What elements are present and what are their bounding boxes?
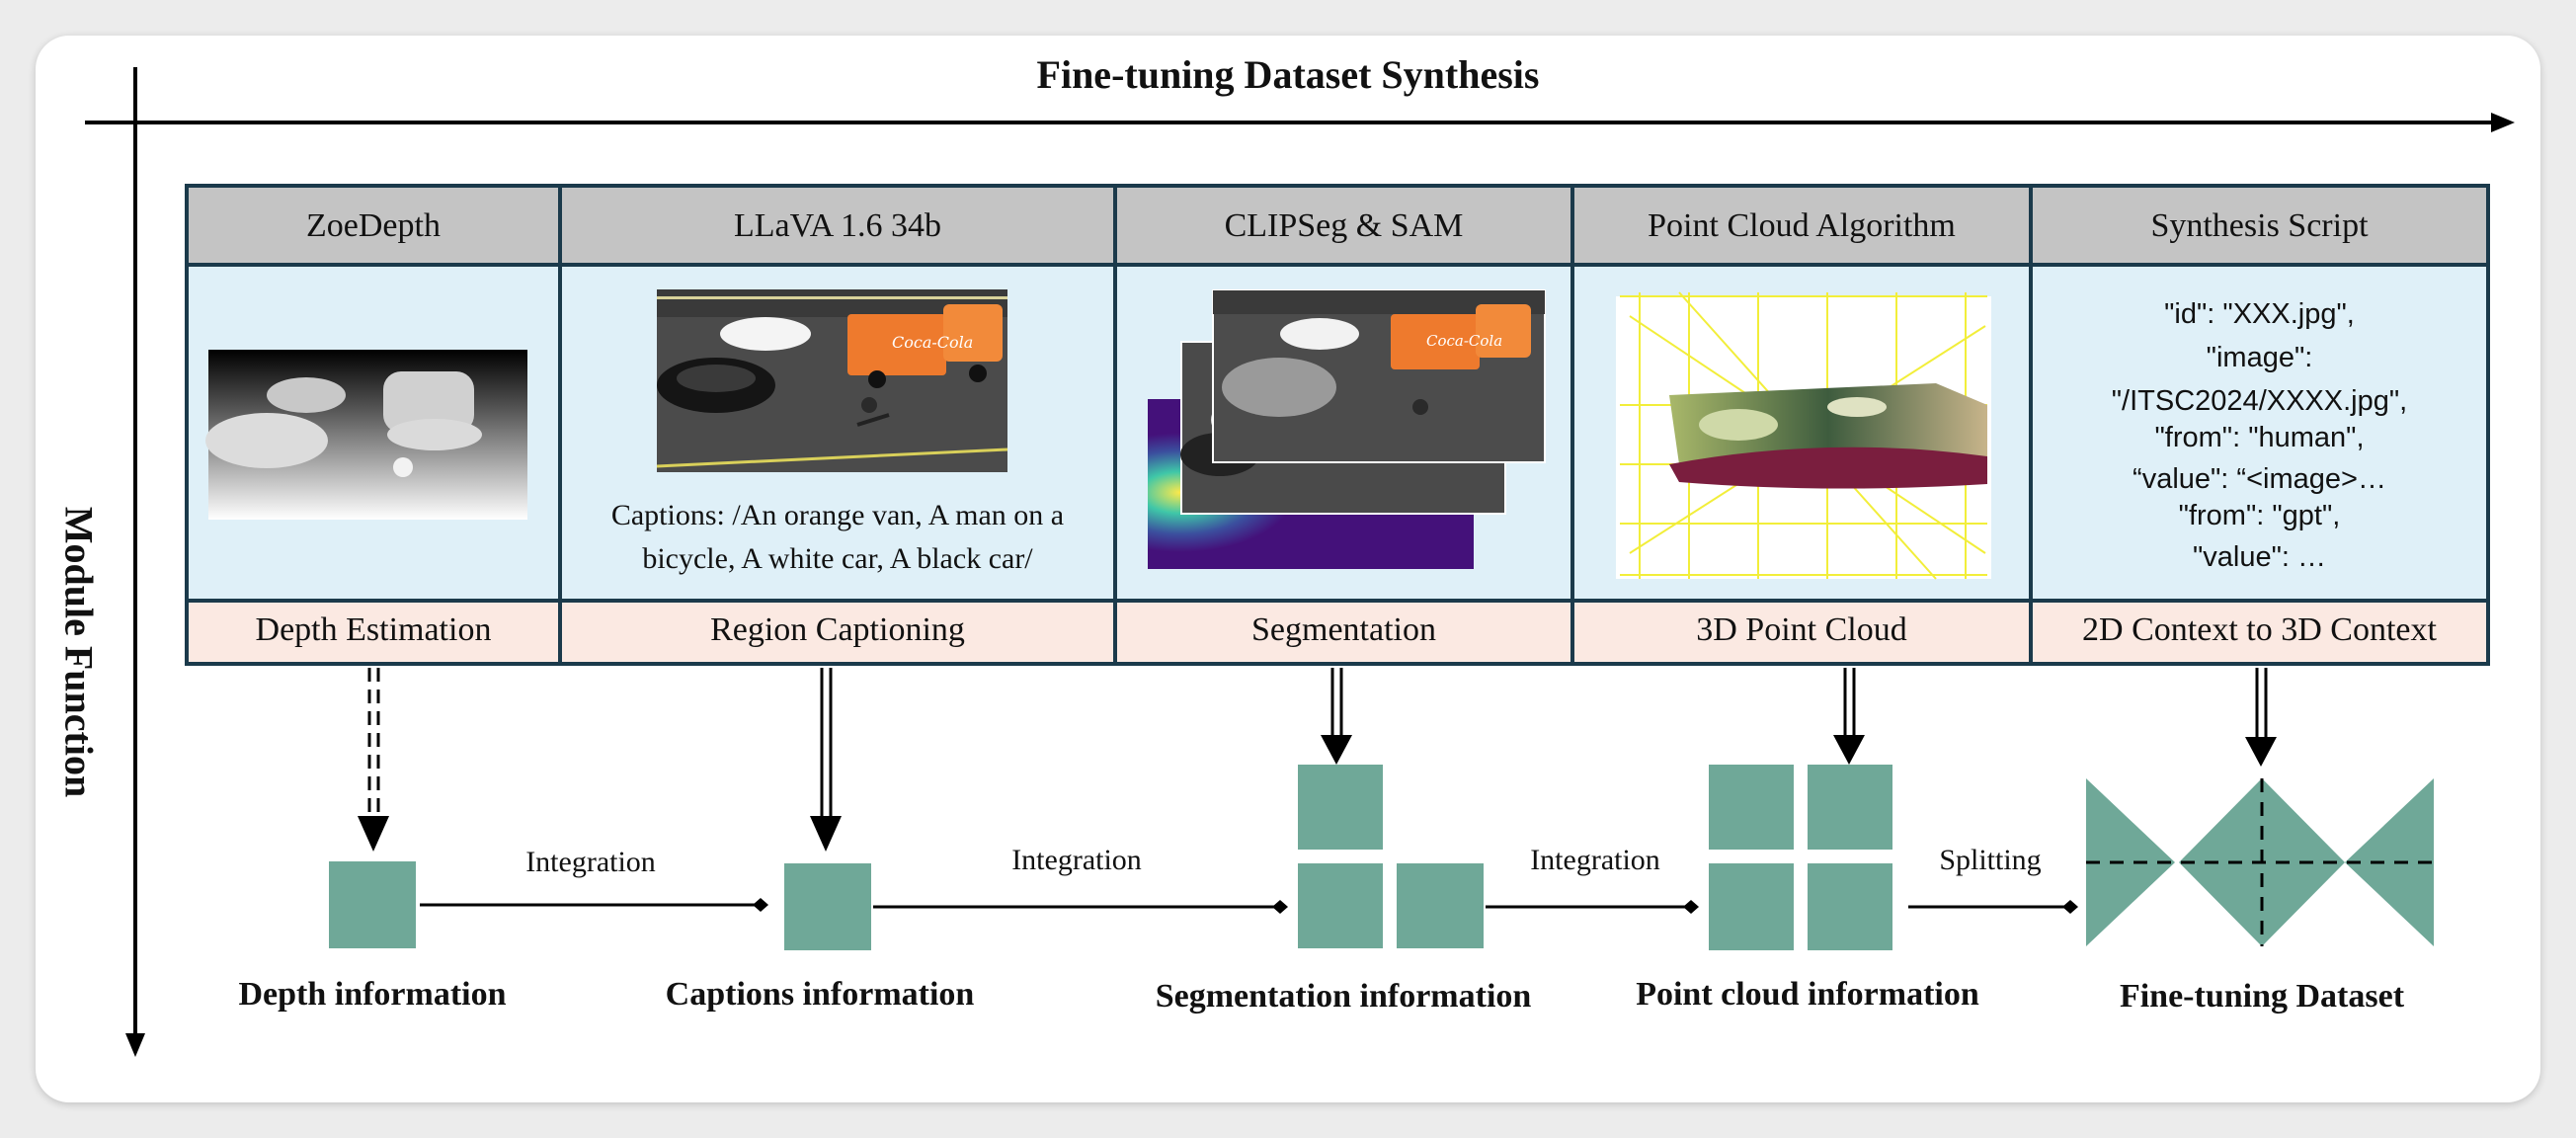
function-2d-to-3d-context: 2D Context to 3D Context [2082,611,2437,648]
segmentation-block-top [1298,765,1383,850]
column-header-zoedepth: ZoeDepth [306,207,441,244]
pointcloud-block-1 [1709,765,1794,850]
table-grid [185,184,2490,666]
synthesis-json-line-7: "value": … [2192,541,2327,573]
synthesis-json-line-5: “value": “<image>… [2133,463,2386,495]
segmentation-stack-image: Coca-Cola [1148,289,1546,569]
connector-diamond-icons [753,898,2078,914]
node-depth-information: Depth information [238,976,507,1013]
pointcloud-block-4 [1808,863,1892,950]
column-header-synthesis-script: Synthesis Script [2150,207,2369,244]
edge-label-splitting: Splitting [1939,844,2042,876]
module-output-arrows [367,668,2268,822]
svg-text:Coca-Cola: Coca-Cola [892,333,973,352]
segmentation-block-bottom-right [1397,863,1484,948]
diagram-title: Fine-tuning Dataset Synthesis [1036,52,1540,97]
dataset-split-lines [2086,778,2434,946]
column-header-clipseg-sam: CLIPSeg & SAM [1224,207,1464,244]
function-3d-point-cloud: 3D Point Cloud [1696,611,1907,648]
pipeline-connectors [420,903,2066,909]
synthesis-json-line-4: "from": "human", [2154,422,2365,453]
node-segmentation-information: Segmentation information [1155,978,1532,1015]
function-region-captioning: Region Captioning [710,611,965,648]
node-captions-information: Captions information [665,976,975,1013]
function-row [187,601,2488,664]
captions-information-block [784,863,871,950]
column-header-point-cloud: Point Cloud Algorithm [1648,207,1956,244]
column-header-llava: LLaVA 1.6 34b [734,207,941,244]
pointcloud-block-3 [1709,863,1794,950]
synthesis-json-line-2: "image": [2206,342,2313,373]
pipeline-blocks [329,765,1892,950]
edge-label-integration-1: Integration [525,846,656,878]
module-output-arrowheads [358,735,2277,852]
function-depth-estimation: Depth Estimation [255,611,492,648]
edge-label-integration-3: Integration [1530,844,1660,876]
vertical-axis-arrow-icon [125,1033,145,1057]
pointcloud-block-2 [1808,765,1892,850]
node-fine-tuning-dataset: Fine-tuning Dataset [2119,978,2405,1015]
vertical-axis-label: Module Function [56,506,102,798]
region-captions-text: Captions: /An orange van, A man on a bic… [610,499,1065,575]
depth-map-image [205,350,527,520]
segmentation-block-bottom-left [1298,863,1383,948]
svg-text:Coca-Cola: Coca-Cola [1426,332,1502,350]
depth-information-block [329,861,416,948]
horizontal-axis-arrow-icon [2491,113,2515,132]
function-segmentation: Segmentation [1251,611,1436,648]
header-row [187,186,2488,265]
edge-label-integration-2: Integration [1011,844,1142,876]
street-scene-image: Coca-Cola [656,289,1008,472]
synthesis-json-line-3: "/ITSC2024/XXXX.jpg", [2111,385,2408,417]
point-cloud-image [1616,291,1991,580]
synthesis-json-line-1: "id": "XXX.jpg", [2164,298,2355,330]
synthesis-json-line-6: "from": "gpt", [2178,500,2341,531]
node-point-cloud-information: Point cloud information [1636,976,1979,1013]
